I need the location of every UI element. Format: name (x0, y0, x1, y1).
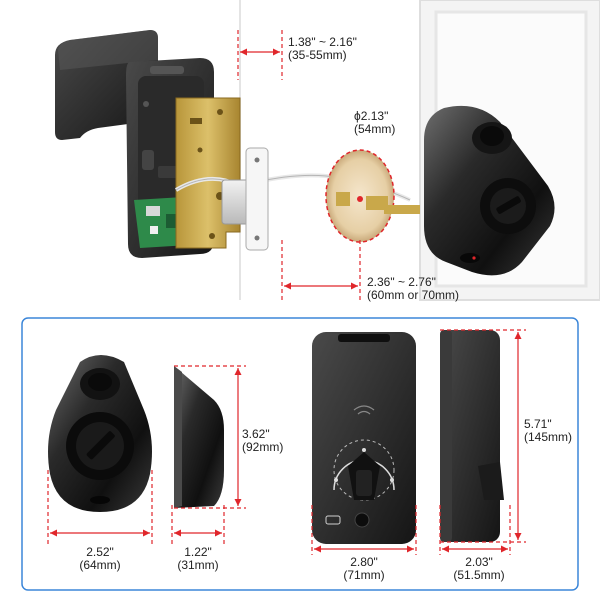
side-height-metric: (92mm) (242, 440, 284, 454)
bottom-arrowheads (50, 332, 522, 553)
side-height-value: 3.62" (242, 427, 270, 441)
front-width-metric: (64mm) (79, 558, 121, 572)
interior-height-value: 5.71" (524, 417, 552, 431)
front-width-value: 2.52" (86, 545, 114, 559)
side-height-label: 3.62" (92mm) (242, 428, 283, 454)
interior-width-value: 2.80" (350, 555, 378, 569)
front-width-label: 2.52" (64mm) (70, 546, 130, 572)
side-depth-value: 1.22" (184, 545, 212, 559)
interior-height-metric: (145mm) (524, 430, 573, 444)
door-hole (325, 149, 420, 243)
hole-diameter-value: ϕ2.13" (354, 109, 389, 123)
hole-diameter-label: ϕ2.13" (54mm) (354, 110, 395, 136)
interior-depth-metric: (51.5mm) (453, 568, 505, 582)
top-arrowheads (240, 48, 358, 290)
door-thickness-label: 1.38" ~ 2.16" (35-55mm) (288, 36, 357, 62)
interior-height-label: 5.71" (145mm) (524, 418, 572, 444)
exterior-keypad (424, 105, 555, 276)
backset-value: 2.36" ~ 2.76" (367, 275, 436, 289)
top-dimension-lines (237, 30, 361, 300)
backset-label: 2.36" ~ 2.76" (60mm or 70mm) (367, 276, 459, 302)
interior-width-label: 2.80" (71mm) (334, 556, 394, 582)
exterior-side-view (174, 366, 224, 508)
mounting-plate (175, 97, 241, 249)
side-depth-metric: (31mm) (177, 558, 219, 572)
door-thickness-metric: (35-55mm) (288, 48, 347, 62)
interior-depth-value: 2.03" (465, 555, 493, 569)
bottom-dimension-lines (47, 329, 526, 555)
hole-diameter-metric: (54mm) (354, 122, 396, 136)
side-depth-label: 1.22" (31mm) (168, 546, 228, 572)
interior-side-view (440, 330, 504, 542)
interior-depth-label: 2.03" (51.5mm) (444, 556, 514, 582)
exterior-front-view (48, 355, 152, 512)
door-thickness-value: 1.38" ~ 2.16" (288, 35, 357, 49)
dimensions-panel (21, 317, 579, 591)
interior-front-view (312, 332, 416, 544)
latch-bolt (221, 147, 269, 251)
interior-width-metric: (71mm) (343, 568, 385, 582)
backset-metric: (60mm or 70mm) (367, 288, 460, 302)
